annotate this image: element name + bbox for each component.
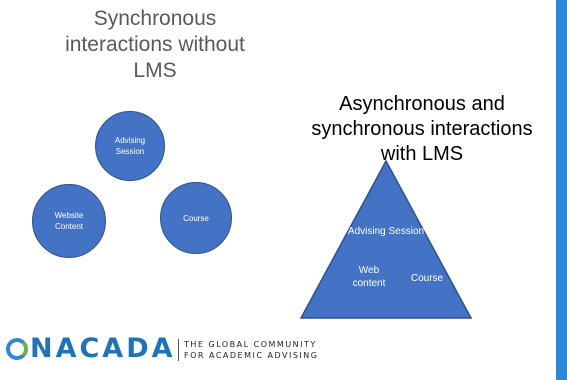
triangle-course-label: Course <box>410 273 444 284</box>
right-diagram-title: Asynchronous and synchronous interaction… <box>311 93 533 165</box>
left-diagram-title: Synchronous interactions without LMS <box>65 7 245 82</box>
triangle-shape <box>300 160 472 319</box>
website-content-circle: Website Content <box>32 184 106 258</box>
accent-bar <box>556 0 567 380</box>
nacada-logo: NACADA THE GLOBAL COMMUNITY FOR ACADEMIC… <box>6 330 366 370</box>
course-label: Course <box>183 213 209 223</box>
triangle-advising-label: Advising Session <box>347 226 425 237</box>
logo-ring-icon <box>6 338 28 360</box>
course-circle: Course <box>160 182 232 254</box>
website-content-label: Website Content <box>54 211 84 231</box>
logo-divider <box>178 339 179 361</box>
advising-session-circle: Advising Session <box>95 111 165 181</box>
triangle-web-content-label: Web content <box>352 265 386 289</box>
logo-wordmark: NACADA <box>30 333 176 364</box>
logo-tagline: THE GLOBAL COMMUNITY FOR ACADEMIC ADVISI… <box>184 340 319 360</box>
advising-session-label: Advising Session <box>114 136 146 156</box>
lms-triangle: Advising Session Web content Course <box>300 160 472 320</box>
